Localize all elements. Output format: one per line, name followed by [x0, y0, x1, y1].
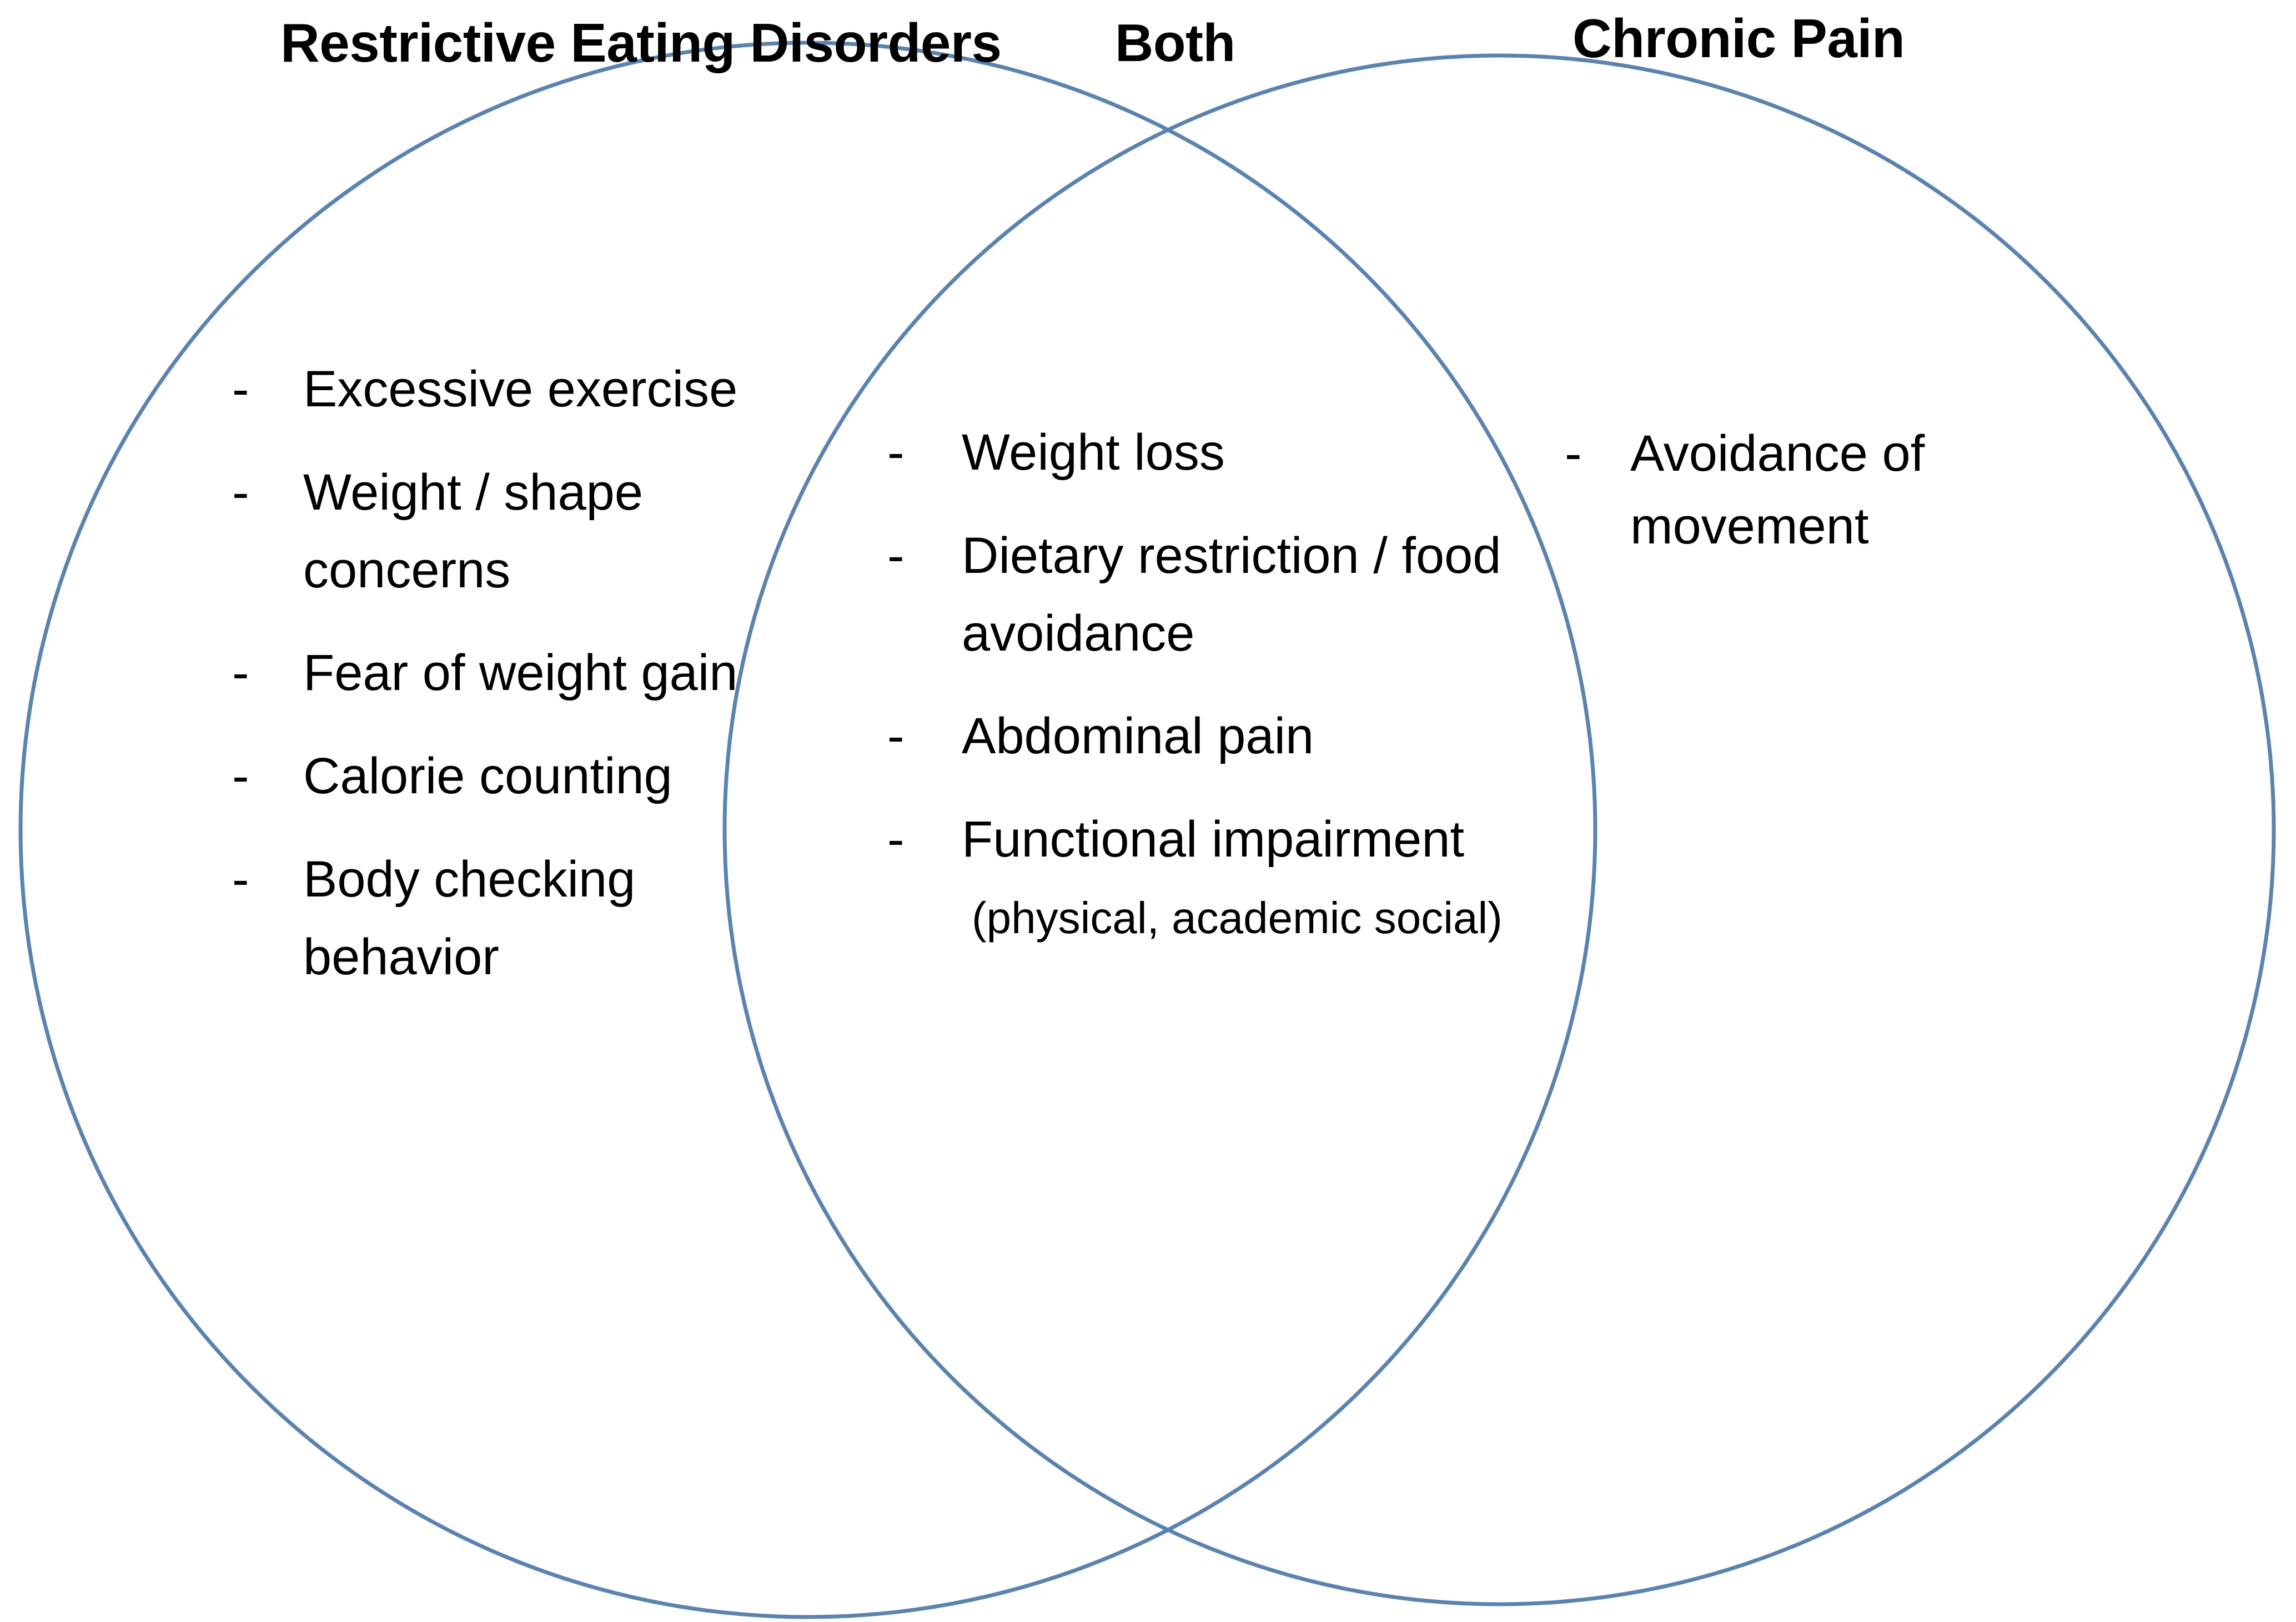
list-item-line: Fear of weight gain	[303, 644, 738, 702]
list-restrictive-eating-disorders: - Excessive exercise - Weight / shape co…	[232, 351, 854, 996]
list-item: - Dietary restriction / food avoidance	[887, 517, 1543, 673]
list-item-line: Body checking	[303, 851, 636, 908]
list-item-line: Weight / shape	[303, 464, 644, 521]
bullet-dash-icon: -	[887, 708, 905, 765]
header-chronic-pain: Chronic Pain	[1572, 8, 1905, 69]
header-both: Both	[1115, 13, 1235, 73]
venn-circle-left	[18, 41, 1597, 1619]
list-item-body: Dietary restriction / food avoidance	[887, 517, 1543, 673]
list-both: - Weight loss - Dietary restriction / fo…	[887, 414, 1543, 952]
list-item-line: behavior	[303, 928, 499, 985]
list-item-body: Abdominal pain	[887, 698, 1543, 775]
list-item-line: Dietary restriction / food	[962, 527, 1501, 584]
list-item-body: Weight loss	[887, 414, 1543, 492]
list-item: - Fear of weight gain	[232, 634, 854, 712]
list-item-body: Functional impairment (physical, academi…	[887, 801, 1543, 951]
list-item-line: Functional impairment	[962, 811, 1465, 868]
bullet-dash-icon: -	[1565, 425, 1582, 482]
bullet-dash-icon: -	[232, 748, 249, 805]
bullet-dash-icon: -	[232, 361, 249, 417]
bullet-dash-icon: -	[887, 527, 905, 584]
list-item-line: Calorie counting	[303, 748, 672, 805]
list-item-line: avoidance	[962, 605, 1195, 662]
list-item-line: Weight loss	[962, 424, 1225, 481]
bullet-dash-icon: -	[232, 464, 249, 521]
list-item: - Avoidance of movement	[1565, 417, 2148, 562]
venn-circle-right	[722, 53, 2276, 1606]
bullet-dash-icon: -	[232, 644, 249, 702]
list-item: - Weight / shape concerns	[232, 454, 854, 609]
header-restrictive-eating-disorders: Restrictive Eating Disorders	[280, 12, 1002, 73]
list-item-body: Excessive exercise	[232, 351, 854, 429]
bullet-dash-icon: -	[887, 424, 905, 481]
bullet-dash-icon: -	[232, 851, 249, 908]
list-item: - Calorie counting	[232, 738, 854, 815]
list-item-body: Weight / shape concerns	[232, 454, 854, 609]
list-item: - Excessive exercise	[232, 351, 854, 429]
bullet-dash-icon: -	[887, 811, 905, 868]
list-item-body: Fear of weight gain	[232, 634, 854, 712]
list-item: - Body checking behavior	[232, 841, 854, 996]
list-item-line: Avoidance of	[1630, 425, 1925, 482]
list-item-subtext: (physical, academic social)	[972, 893, 1503, 943]
list-item-line: Excessive exercise	[303, 361, 738, 417]
list-item-line: movement	[1630, 497, 1869, 555]
list-item-line: Abdominal pain	[962, 708, 1314, 765]
list-item: - Abdominal pain	[887, 698, 1543, 775]
list-item: - Functional impairment (physical, acade…	[887, 801, 1543, 951]
list-item-body: Body checking behavior	[232, 841, 854, 996]
list-chronic-pain: - Avoidance of movement	[1565, 417, 2148, 562]
list-item-body: Avoidance of movement	[1565, 417, 2148, 562]
list-item-body: Calorie counting	[232, 738, 854, 815]
list-item: - Weight loss	[887, 414, 1543, 492]
list-item-line: concerns	[303, 541, 511, 598]
